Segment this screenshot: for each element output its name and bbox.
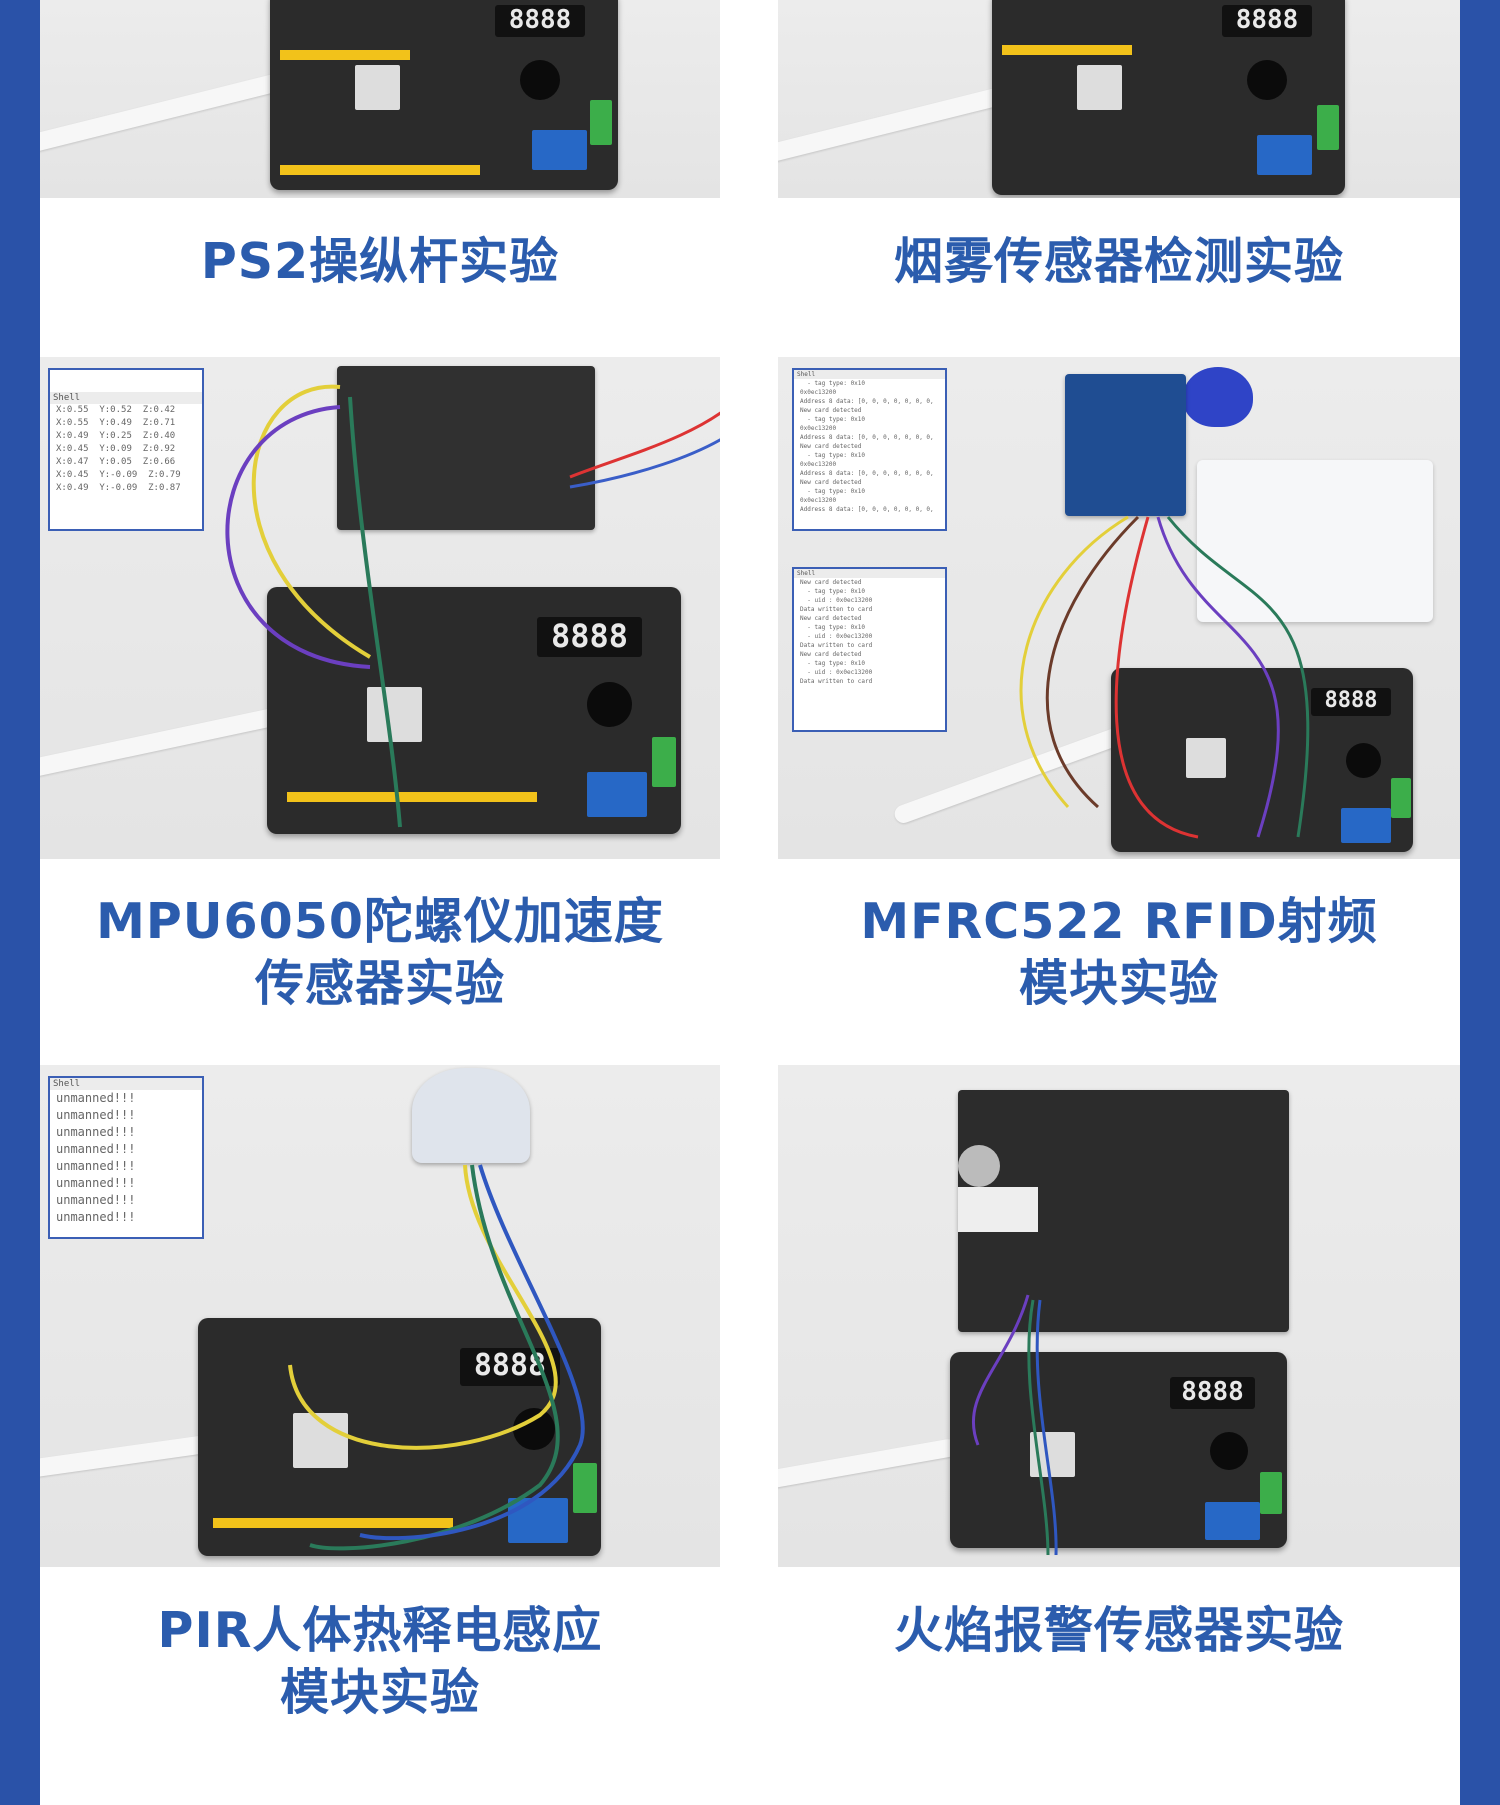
experiment-title-ps2-joystick: PS2操纵杆实验: [200, 233, 560, 290]
seven-segment-display: 8888: [460, 1348, 560, 1386]
esp32-board: 8888: [270, 0, 618, 190]
sensor-modules-grid: [958, 1090, 1289, 1332]
seven-segment-display: 8888: [1170, 1377, 1255, 1409]
shell-output-panel: Shell X:0.55 Y:0.52 Z:0.42 X:0.55 Y:0.49…: [48, 368, 204, 531]
seven-segment-display: 8888: [537, 617, 642, 657]
rfid-key-fob: [1183, 367, 1253, 427]
seven-segment-display: 8888: [1222, 5, 1312, 37]
mpu6050-photo: 8888 Shell X:0.55 Y:0.52 Z:0.42 X:0.55 Y…: [40, 357, 720, 859]
shell-output-panel-bottom: Shell New card detected - tag type: 0x10…: [792, 567, 947, 732]
seven-segment-display: 8888: [495, 5, 585, 37]
pir-sensor-photo: 8888 Shell unmanned!!! unmanned!!! unman…: [40, 1065, 720, 1567]
mfrc522-reader-module: [1065, 374, 1186, 516]
flame-sensor-photo: 8888: [778, 1065, 1460, 1567]
pir-sensor-module: [412, 1068, 530, 1163]
shell-tab[interactable]: Shell: [50, 392, 202, 404]
rfid-photo: 8888 Shell - tag type: 0x10 0x0ec13200 A…: [778, 357, 1460, 859]
usb-cable: [778, 1437, 959, 1491]
shell-tab[interactable]: Shell: [50, 1078, 202, 1090]
esp32-board: 8888: [198, 1318, 601, 1556]
smoke-sensor-photo: 8888: [778, 0, 1460, 198]
ps2-joystick-photo: 8888: [40, 0, 720, 198]
rfid-card: [1197, 460, 1433, 622]
esp32-board: 8888: [992, 0, 1345, 195]
left-frame-border: [0, 0, 40, 1805]
shell-tab[interactable]: Shell: [794, 569, 945, 578]
experiment-title-smoke-sensor: 烟雾传感器检测实验: [893, 233, 1344, 290]
esp32-board: 8888: [950, 1352, 1287, 1548]
esp32-board: 8888: [1111, 668, 1413, 852]
experiment-title-mpu6050: MPU6050陀螺仪加速度 传感器实验: [96, 893, 664, 1012]
shell-output-panel: Shell unmanned!!! unmanned!!! unmanned!!…: [48, 1076, 204, 1239]
usb-cable: [40, 703, 299, 779]
experiment-title-flame-sensor: 火焰报警传感器实验: [893, 1602, 1344, 1659]
esp32-board: 8888: [267, 587, 681, 834]
right-frame-border: [1460, 0, 1500, 1805]
experiment-title-rfid: MFRC522 RFID射频 模块实验: [860, 893, 1378, 1012]
usb-cable: [892, 726, 1124, 826]
seven-segment-display: 8888: [1311, 688, 1391, 716]
sensor-module-board: [337, 366, 595, 530]
shell-output-panel-top: Shell - tag type: 0x10 0x0ec13200 Addres…: [792, 368, 947, 531]
experiment-title-pir-sensor: PIR人体热释电感应 模块实验: [157, 1602, 603, 1721]
shell-tab[interactable]: Shell: [794, 370, 945, 379]
